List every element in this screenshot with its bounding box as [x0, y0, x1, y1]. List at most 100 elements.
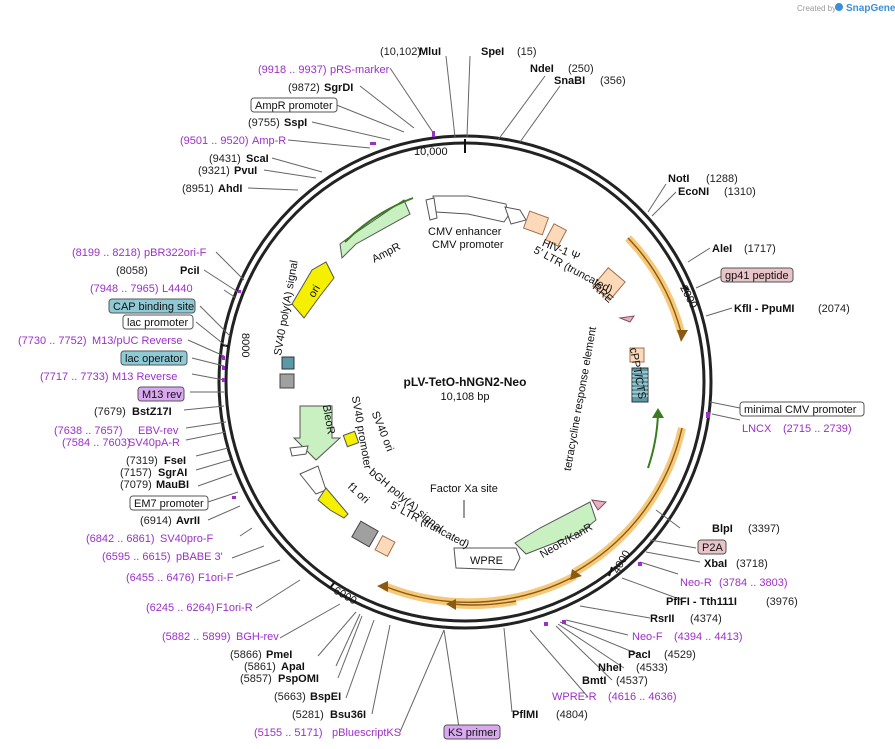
ltr-box-2 [374, 534, 396, 558]
label-ampr: AmpR [370, 241, 403, 266]
primer-f1orir-pos: (6245 .. 6264) [146, 602, 215, 614]
site-pflmi-name[interactable]: PflMI [512, 709, 538, 721]
site-sgrai-pos: (7157) [120, 467, 152, 479]
site-pspomi-name[interactable]: PspOMI [278, 673, 319, 685]
ltr-box [544, 223, 568, 247]
site-bspei-name[interactable]: BspEI [310, 691, 341, 703]
primer-pbabe3-name[interactable]: pBABE 3' [176, 551, 223, 563]
primer-m13puc-name[interactable]: M13/pUC Reverse [92, 335, 182, 347]
box-p2a[interactable] [697, 539, 727, 555]
box-m13-rev[interactable] [137, 386, 185, 402]
cppt-box [629, 347, 645, 363]
tre-box [631, 367, 649, 403]
site-bstz17i-pos: (7679) [94, 406, 126, 418]
primer-pbks-name[interactable]: pBluescriptKS [332, 727, 401, 739]
site-kfli-name[interactable]: KflI - PpuMI [734, 303, 795, 315]
site-pvui-pos: (9321) [198, 165, 230, 177]
site-avrii-name[interactable]: AvrII [176, 515, 200, 527]
ampr-arrow-line [344, 197, 414, 243]
site-blpi-name[interactable]: BlpI [712, 523, 733, 535]
box-lac-promoter-label: lac promoter [127, 317, 188, 329]
site-fsei-name[interactable]: FseI [164, 455, 186, 467]
primer-prs-name[interactable]: pRS-marker [330, 64, 390, 76]
site-noti-name[interactable]: NotI [668, 173, 689, 185]
box-em7[interactable] [129, 495, 209, 511]
site-pflfi-name[interactable]: PflFI - Tth111I [666, 596, 737, 608]
site-bsu36i-name[interactable]: Bsu36I [330, 709, 366, 721]
snapgene-logo-icon [835, 3, 843, 11]
primer-neof-name[interactable]: Neo-F [632, 631, 663, 643]
primer-bghrev-name[interactable]: BGH-rev [236, 631, 279, 643]
sv40-ori-box [342, 430, 360, 448]
site-econi-name[interactable]: EcoNI [678, 186, 709, 198]
sv40-promoter-arrow [299, 465, 327, 495]
primer-lncx-name[interactable]: LNCX [742, 423, 772, 435]
primer-wprer-name[interactable]: WPRE-R [552, 691, 597, 703]
label-ori: ori [306, 283, 323, 300]
box-lac-operator-label: lac operator [125, 353, 183, 365]
box-m13-rev-label: M13 rev [142, 389, 182, 401]
site-pvui-name[interactable]: PvuI [234, 165, 257, 177]
site-bsu36i-pos: (5281) [292, 709, 324, 721]
site-maubi-pos: (7079) [120, 479, 152, 491]
box-cap-site[interactable] [108, 298, 196, 314]
site-sspi-name[interactable]: SspI [284, 117, 307, 129]
box-min-cmv-label: minimal CMV promoter [744, 404, 857, 416]
primer-l4440-name[interactable]: L4440 [162, 283, 193, 295]
box-ampr-promoter[interactable] [250, 97, 338, 113]
site-rsrii-name[interactable]: RsrII [650, 613, 674, 625]
site-scai-name[interactable]: ScaI [246, 153, 269, 165]
created-by-label: Created by [797, 4, 836, 13]
site-pmei-name[interactable]: PmeI [266, 649, 292, 661]
site-sgrdi-pos: (9872) [288, 82, 320, 94]
site-sgrdi-name[interactable]: SgrDI [324, 82, 353, 94]
site-sspi-pos: (9755) [248, 117, 280, 129]
site-spei-name[interactable]: SpeI [481, 46, 504, 58]
primer-f1orir-name[interactable]: F1ori-R [216, 602, 253, 614]
site-scai-pos: (9431) [209, 153, 241, 165]
bgh-box [351, 520, 379, 548]
site-ndei-name[interactable]: NdeI [530, 63, 554, 75]
primer-m13puc-pos: (7730 .. 7752) [18, 335, 87, 347]
site-noti-pos: (1288) [706, 173, 738, 185]
primer-pbr322-name[interactable]: pBR322ori-F [144, 247, 207, 259]
box-min-cmv[interactable] [739, 401, 865, 417]
site-apai-name[interactable]: ApaI [281, 661, 305, 673]
label-wpre: WPRE [470, 555, 503, 567]
site-maubi-name[interactable]: MauBI [156, 479, 189, 491]
site-sgrai-name[interactable]: SgrAI [158, 467, 187, 479]
primer-wprer-pos: (4616 .. 4636) [608, 691, 677, 703]
primer-f1orif-name[interactable]: F1ori-F [198, 572, 234, 584]
primer-m13rev-name[interactable]: M13 Reverse [112, 371, 177, 383]
box-gp41[interactable] [720, 267, 794, 283]
site-paci-pos: (4529) [664, 649, 696, 661]
lac-operator-box [281, 356, 295, 370]
site-spei-pos: (15) [517, 46, 537, 58]
site-ahdi-name[interactable]: AhdI [218, 183, 242, 195]
site-avrii-pos: (6914) [140, 515, 172, 527]
site-xbai-name[interactable]: XbaI [704, 558, 727, 570]
primer-prs-pos: (9918 .. 9937) [258, 64, 327, 76]
site-pcii-name[interactable]: PciI [180, 265, 200, 277]
primer-neor-name[interactable]: Neo-R [680, 577, 712, 589]
site-mlui-name[interactable]: MluI [419, 46, 441, 58]
site-pflfi-pos: (3976) [766, 596, 798, 608]
f1-ori-arrow [317, 487, 349, 519]
tick-10000: 10,000 [414, 146, 448, 158]
box-lac-operator[interactable] [120, 350, 188, 366]
box-ks-primer[interactable] [443, 724, 501, 740]
primer-sv40prof-name[interactable]: SV40pro-F [160, 533, 213, 545]
site-bstz17i-name[interactable]: BstZ17I [132, 406, 172, 418]
primer-sv40par-name[interactable]: SV40pA-R [128, 437, 180, 449]
site-fsei-pos: (7319) [126, 455, 158, 467]
box-lac-promoter[interactable] [122, 314, 194, 330]
site-alei-name[interactable]: AleI [712, 243, 732, 255]
site-bmti-name[interactable]: BmtI [582, 675, 606, 687]
site-snabi-name[interactable]: SnaBI [554, 75, 585, 87]
cmv-promoter-arrow [504, 206, 527, 225]
primer-ampr-name[interactable]: Amp-R [252, 135, 286, 147]
site-nhei-name[interactable]: NheI [598, 662, 622, 674]
primer-ebvrev-name[interactable]: EBV-rev [138, 425, 179, 437]
site-paci-name[interactable]: PacI [628, 649, 651, 661]
